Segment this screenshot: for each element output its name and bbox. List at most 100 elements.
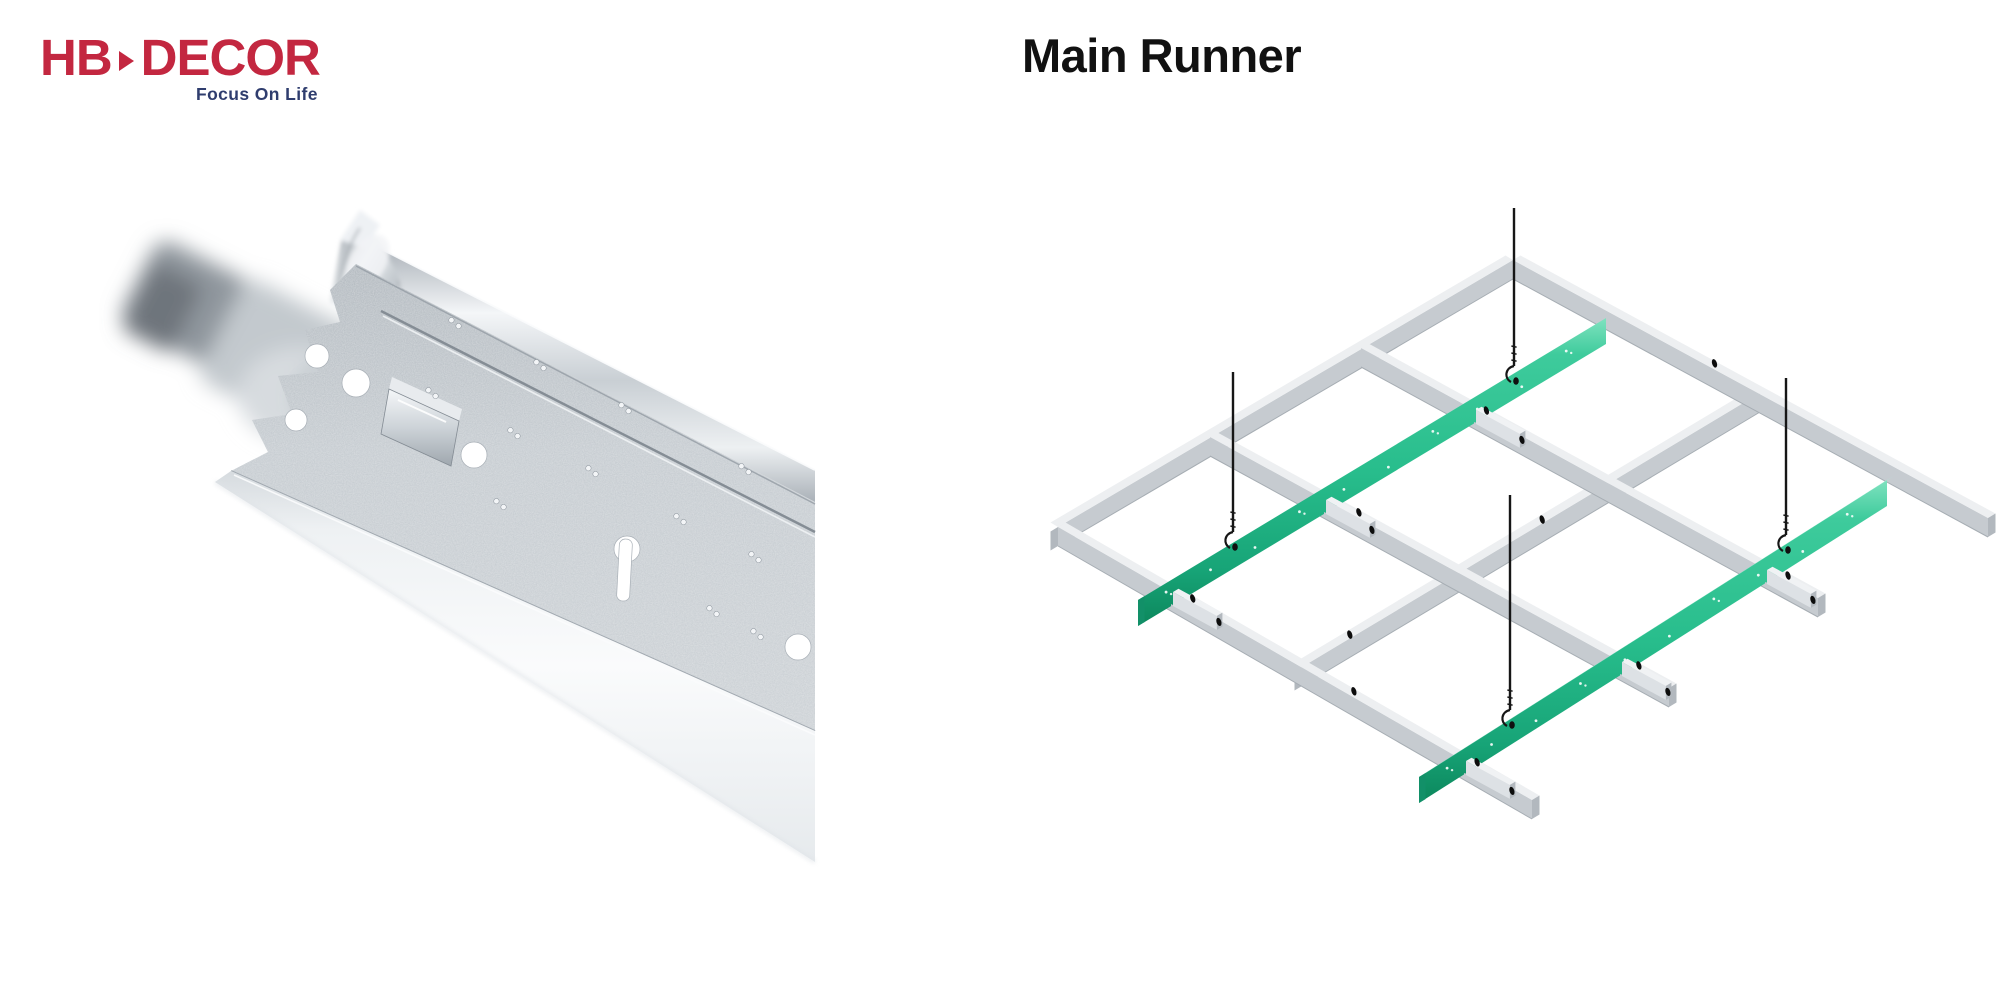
runner-perforation bbox=[1164, 590, 1168, 594]
cross-tee-stub bbox=[1464, 757, 1516, 802]
clip-dot bbox=[1483, 406, 1490, 415]
tee-front-face bbox=[1513, 260, 1988, 537]
wire-twist bbox=[1511, 352, 1517, 355]
wire-twist bbox=[1783, 528, 1789, 531]
stub-front-face bbox=[1466, 761, 1510, 799]
logo-arrow-icon bbox=[118, 50, 134, 71]
tee-bottom-edge bbox=[1512, 278, 1989, 538]
installation-diagram bbox=[1050, 208, 1996, 820]
runner-perforation bbox=[1342, 488, 1346, 491]
web-rib-highlight bbox=[382, 315, 816, 538]
flange-top-highlight bbox=[233, 474, 816, 736]
grid-tee bbox=[1050, 255, 1514, 551]
runner-perforation bbox=[1386, 465, 1390, 469]
clip-dot bbox=[1711, 359, 1718, 368]
hanger-wire bbox=[1501, 495, 1515, 729]
runner-perforation bbox=[1717, 599, 1721, 603]
main-runner-end-cap bbox=[1419, 773, 1426, 803]
stub-top-face bbox=[1173, 588, 1223, 616]
wire-hook bbox=[1501, 708, 1511, 727]
hanger-wire bbox=[1505, 208, 1519, 385]
stub-front-face bbox=[1326, 500, 1370, 538]
fold-bottom-shadow bbox=[355, 265, 816, 505]
tee-bottom-edge bbox=[1301, 411, 1761, 687]
stitch-dimples bbox=[425, 317, 764, 641]
wire-hook bbox=[1777, 533, 1787, 552]
logo-row: HB DECOR bbox=[40, 29, 321, 86]
stub-top-face bbox=[1622, 658, 1672, 686]
flange-bottom-edge bbox=[213, 480, 817, 864]
runner-perforation bbox=[1756, 573, 1760, 577]
green-main-runner bbox=[1138, 314, 1613, 626]
brand-logo: HB DECOR Focus On Life bbox=[40, 29, 321, 105]
clip-dot bbox=[1190, 594, 1196, 603]
tee-end-face bbox=[1818, 593, 1826, 617]
tee-front-face bbox=[1058, 260, 1513, 546]
stub-front-face bbox=[1476, 410, 1520, 448]
clip-dot bbox=[1539, 515, 1545, 524]
clip-dot bbox=[1356, 508, 1362, 517]
main-runner-web bbox=[1138, 318, 1606, 626]
runner-perforation bbox=[1436, 432, 1440, 435]
splice-tab bbox=[380, 377, 462, 467]
runner-perforation bbox=[1564, 349, 1568, 353]
main-runner-web bbox=[1419, 480, 1887, 803]
tee-end-face bbox=[1532, 795, 1540, 819]
main-runner-photo bbox=[121, 210, 817, 864]
runner-perforation bbox=[1253, 546, 1257, 549]
wire-hook bbox=[1505, 364, 1515, 383]
main-runner-top-bulb bbox=[1419, 476, 1894, 777]
runner-perforation bbox=[1298, 510, 1301, 514]
wire-hole bbox=[1232, 543, 1238, 551]
runner-perforation bbox=[1579, 682, 1582, 685]
tee-top-face bbox=[1513, 255, 1996, 518]
wire-hole bbox=[1509, 721, 1515, 729]
runner-perforation bbox=[1801, 550, 1805, 553]
top-fold-strip bbox=[348, 232, 815, 502]
runner-perforation bbox=[1209, 568, 1212, 572]
runner-perforation bbox=[1584, 684, 1587, 687]
tee-end-face bbox=[1050, 527, 1058, 551]
logo-text-hb: HB bbox=[40, 29, 113, 86]
runner-perforation bbox=[1303, 512, 1306, 515]
tee-bottom-edge bbox=[1209, 455, 1670, 708]
runner-perforation bbox=[1570, 351, 1573, 355]
green-main-runner bbox=[1419, 476, 1894, 803]
cross-tee-stub bbox=[1324, 496, 1376, 541]
wire-twist bbox=[1230, 518, 1236, 521]
clip-dot bbox=[1519, 435, 1525, 444]
tee-front-face bbox=[1302, 393, 1760, 686]
runner-perforation bbox=[1845, 512, 1849, 516]
wire-hole bbox=[1785, 546, 1791, 554]
cross-tee-stub bbox=[1765, 566, 1817, 611]
cross-tee-stub bbox=[1474, 406, 1526, 451]
runner-perforation bbox=[1520, 385, 1524, 389]
runner-perforation bbox=[1490, 743, 1493, 746]
white-bottom-flange bbox=[215, 471, 815, 862]
clip-dot bbox=[1351, 687, 1357, 696]
runner-perforation bbox=[1169, 592, 1173, 596]
clip-dot bbox=[1509, 786, 1515, 795]
runner-perforation bbox=[1445, 766, 1449, 770]
runner-perforation bbox=[1667, 634, 1671, 638]
page-title: Main Runner bbox=[1022, 29, 1302, 82]
tee-bottom-edge bbox=[1057, 278, 1514, 547]
runner-perforation bbox=[1450, 768, 1454, 772]
main-runner-end-cap bbox=[1138, 596, 1145, 626]
wire-twist bbox=[1511, 345, 1517, 348]
wire-twist bbox=[1511, 359, 1517, 362]
brand-tagline: Focus On Life bbox=[195, 84, 318, 104]
tee-top-face bbox=[1294, 388, 1760, 667]
cross-tee-stub bbox=[1620, 658, 1672, 703]
top-fold-highlight bbox=[347, 231, 816, 471]
wire-hook bbox=[1224, 530, 1234, 549]
clip-dot bbox=[1665, 687, 1671, 696]
grid-tee bbox=[1512, 255, 1996, 538]
wire-twist bbox=[1230, 511, 1236, 514]
clip-dot bbox=[1636, 661, 1642, 670]
runner-perforation bbox=[1712, 597, 1716, 601]
hanger-wire bbox=[1777, 378, 1791, 554]
stub-front-face bbox=[1173, 592, 1217, 630]
clip-dot bbox=[1369, 525, 1375, 534]
